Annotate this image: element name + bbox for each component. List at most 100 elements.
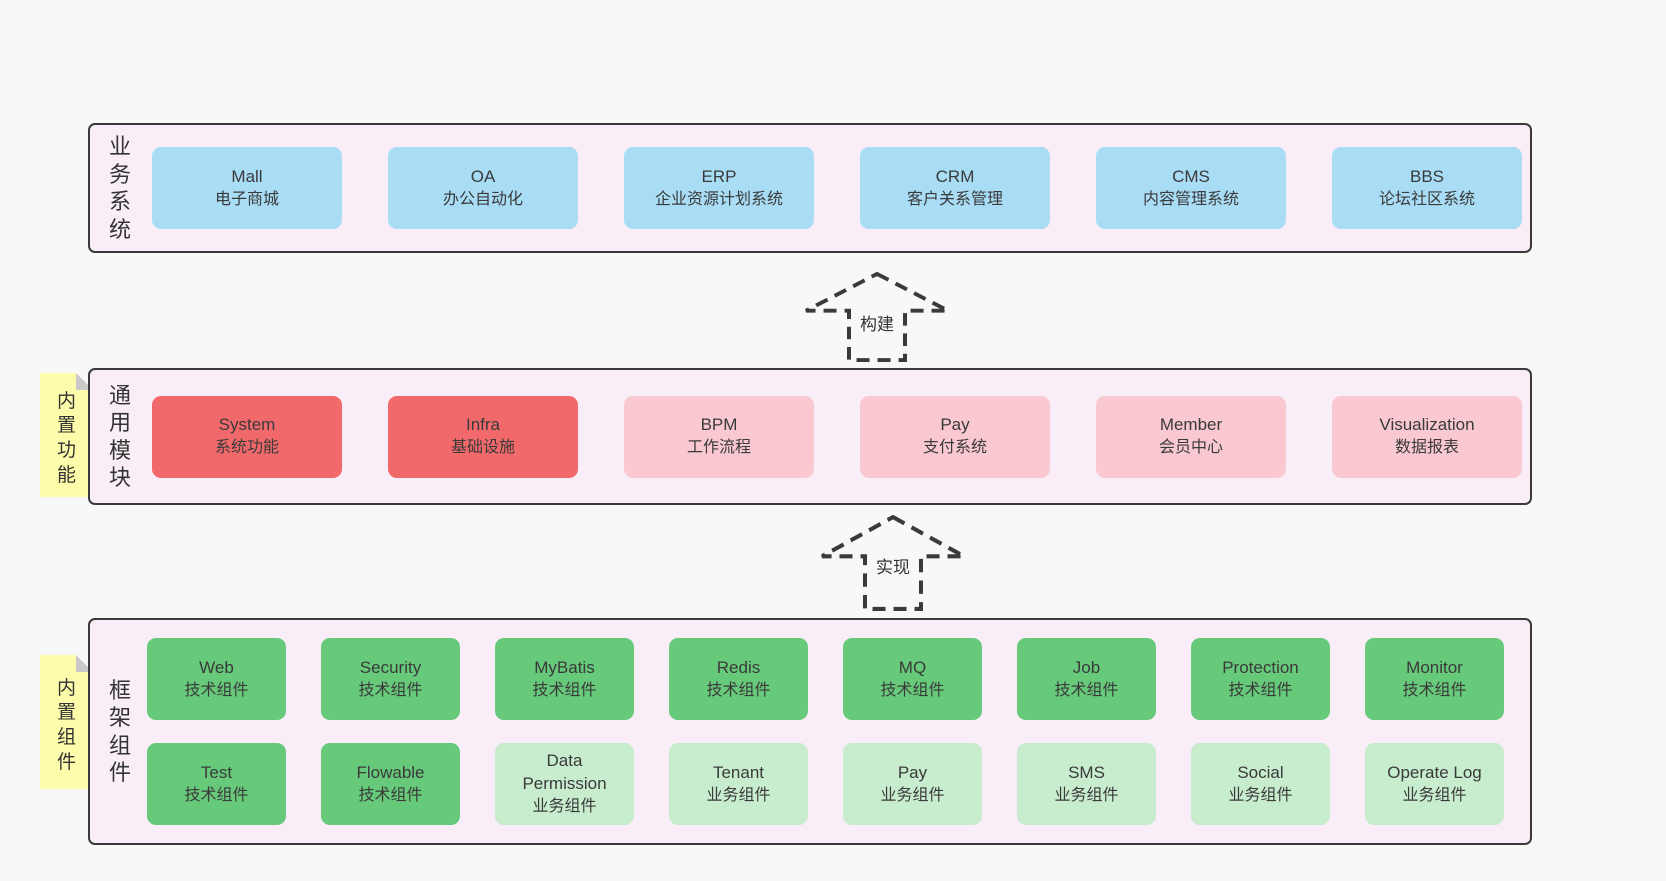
diagram-box-mall: Mall 电子商城 xyxy=(152,147,342,229)
box-subtitle: 企业资源计划系统 xyxy=(654,190,783,208)
box-title: Mall xyxy=(231,166,263,186)
sticky-note-built-in-components: 内置组件 xyxy=(40,655,93,789)
box-subtitle: 业务组件 xyxy=(880,786,945,804)
box-title: Tenant xyxy=(712,762,765,782)
box-title: Social xyxy=(1237,762,1284,782)
diagram-box-pay: Pay 业务组件 xyxy=(843,743,982,825)
diagram-box-web: Web 技术组件 xyxy=(147,638,286,720)
box-subtitle: 电子商城 xyxy=(214,190,279,208)
box-subtitle: 技术组件 xyxy=(184,681,249,699)
box-subtitle: 业务组件 xyxy=(1228,786,1293,804)
box-subtitle: 业务组件 xyxy=(1054,786,1119,804)
diagram-box-member: Member 会员中心 xyxy=(1096,395,1286,478)
box-title: SMS xyxy=(1068,762,1105,782)
diagram-box-pay: Pay 支付系统 xyxy=(860,395,1050,478)
box-subtitle: 论坛社区系统 xyxy=(1378,190,1475,208)
layer-common-modules: 通用模块 System 系统功能 Infra 基础设施 BPM 工作流程 Pay 支付系统 Me… xyxy=(88,368,1532,505)
arrow-implement-label: 实现 xyxy=(872,552,914,579)
box-title: Redis xyxy=(716,657,761,677)
box-title: Monitor xyxy=(1406,657,1463,677)
diagram-box-system: System 系统功能 xyxy=(152,395,342,478)
box-row: System 系统功能 Infra 基础设施 BPM 工作流程 Pay 支付系统 Member 会… xyxy=(152,395,1530,478)
box-title: Member xyxy=(1159,415,1223,435)
box-subtitle: 技术组件 xyxy=(706,681,771,699)
layer-label-business: 业务系统 xyxy=(104,125,136,251)
box-title: Pay xyxy=(940,415,970,435)
diagram-box-bbs: BBS 论坛社区系统 xyxy=(1332,147,1522,229)
box-title: Flowable xyxy=(356,762,425,782)
box-subtitle: 技术组件 xyxy=(358,681,423,699)
box-subtitle: 技术组件 xyxy=(1054,681,1119,699)
box-subtitle: 基础设施 xyxy=(450,439,515,457)
box-title: Visualization xyxy=(1379,415,1475,435)
box-subtitle: 技术组件 xyxy=(880,681,945,699)
diagram-box-oa: OA 办公自动化 xyxy=(388,147,578,229)
diagram-box-security: Security 技术组件 xyxy=(321,638,460,720)
box-title: BPM xyxy=(700,415,738,435)
layer-label-text: 框架组件 xyxy=(108,677,131,786)
box-subtitle: 内容管理系统 xyxy=(1142,190,1239,208)
box-subtitle: 支付系统 xyxy=(922,439,987,457)
box-subtitle: 客户关系管理 xyxy=(906,190,1003,208)
dashed-up-arrow-icon xyxy=(805,271,949,363)
layer-label-text: 通用模块 xyxy=(108,382,131,491)
diagram-box-tenant: Tenant 业务组件 xyxy=(669,743,808,825)
sticky-note-label: 内置功能 xyxy=(56,390,76,486)
box-title: MyBatis xyxy=(534,657,595,677)
business-systems-rows: Mall 电子商城 OA 办公自动化 ERP 企业资源计划系统 CRM 客户关系管理 CMS 内容… xyxy=(90,147,1530,229)
diagram-box-test: Test 技术组件 xyxy=(147,743,286,825)
box-subtitle: 办公自动化 xyxy=(442,190,523,208)
box-subtitle: 技术组件 xyxy=(358,786,423,804)
diagram-box-mybatis: MyBatis 技术组件 xyxy=(495,638,634,720)
layer-label-components: 框架组件 xyxy=(104,620,136,843)
diagram-box-monitor: Monitor 技术组件 xyxy=(1365,638,1504,720)
box-subtitle: 业务组件 xyxy=(1402,786,1467,804)
box-title: CMS xyxy=(1172,166,1210,186)
diagram-box-flowable: Flowable 技术组件 xyxy=(321,743,460,825)
dashed-up-arrow-icon xyxy=(821,514,965,611)
layer-business-systems: 业务系统 Mall 电子商城 OA 办公自动化 ERP 企业资源计划系统 CRM 客户关系管理… xyxy=(88,123,1532,253)
box-subtitle: 数据报表 xyxy=(1394,439,1459,457)
box-title: Infra xyxy=(465,415,501,435)
box-title: Operate Log xyxy=(1387,762,1482,782)
box-subtitle: 技术组件 xyxy=(184,786,249,804)
box-title: BBS xyxy=(1409,166,1445,186)
box-title: CRM xyxy=(935,166,975,186)
box-title: Security xyxy=(359,657,422,677)
box-title: Pay xyxy=(897,762,928,782)
box-title: Data Permission xyxy=(522,751,607,794)
box-subtitle: 会员中心 xyxy=(1158,439,1223,457)
arrow-up-build: 构建 xyxy=(802,271,952,363)
diagram-box-cms: CMS 内容管理系统 xyxy=(1096,147,1286,229)
box-subtitle: 业务组件 xyxy=(706,786,771,804)
box-title: Test xyxy=(200,762,233,782)
layer-label-text: 业务系统 xyxy=(108,134,131,242)
diagram-box-bpm: BPM 工作流程 xyxy=(624,395,814,478)
diagram-box-infra: Infra 基础设施 xyxy=(388,395,578,478)
diagram-box-social: Social 业务组件 xyxy=(1191,743,1330,825)
diagram-box-job: Job 技术组件 xyxy=(1017,638,1156,720)
box-title: System xyxy=(218,415,276,435)
arrow-up-implement: 实现 xyxy=(818,514,968,612)
box-title: ERP xyxy=(701,166,737,186)
box-subtitle: 技术组件 xyxy=(1402,681,1467,699)
box-title: OA xyxy=(470,166,496,186)
diagram-box-redis: Redis 技术组件 xyxy=(669,638,808,720)
sticky-note-label: 内置组件 xyxy=(56,677,76,773)
common-modules-rows: System 系统功能 Infra 基础设施 BPM 工作流程 Pay 支付系统 Member 会… xyxy=(90,395,1530,478)
diagram-box-sms: SMS 业务组件 xyxy=(1017,743,1156,825)
diagram-box-visualization: Visualization 数据报表 xyxy=(1332,395,1522,478)
box-subtitle: 工作流程 xyxy=(686,439,751,457)
box-subtitle: 系统功能 xyxy=(214,439,279,457)
box-subtitle: 技术组件 xyxy=(532,681,597,699)
layer-label-modules: 通用模块 xyxy=(104,370,136,503)
box-title: Job xyxy=(1072,657,1101,677)
box-subtitle: 技术组件 xyxy=(1228,681,1293,699)
box-title: Web xyxy=(199,657,234,677)
arrow-build-label: 构建 xyxy=(856,309,898,336)
